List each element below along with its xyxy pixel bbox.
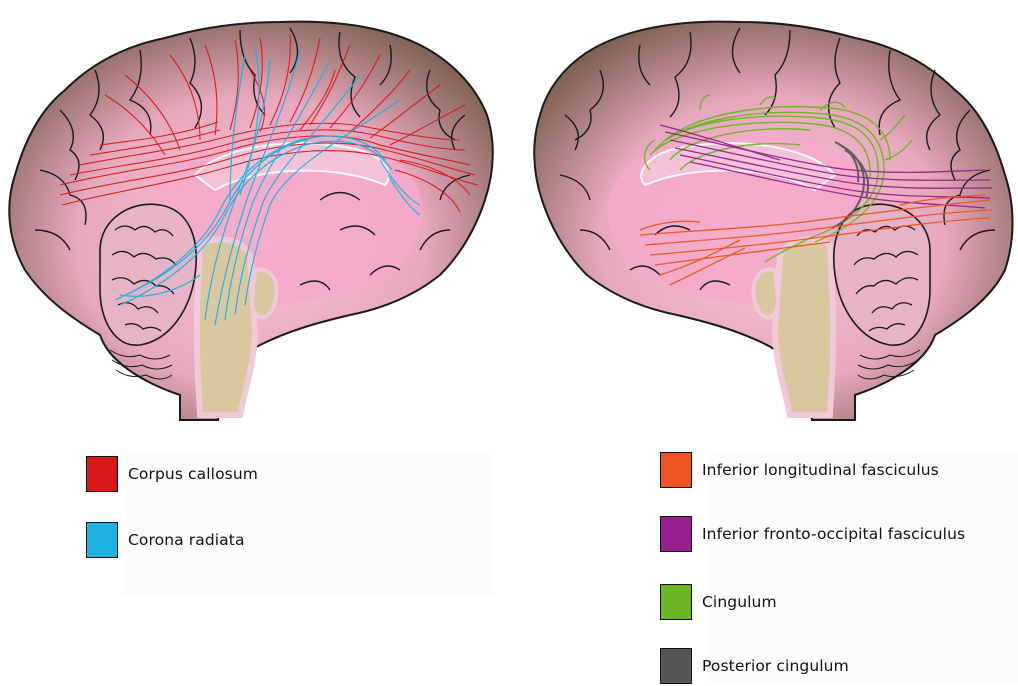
legend-item-cingulum: Cingulum <box>660 584 1018 622</box>
swatch-posterior-cingulum <box>660 648 692 684</box>
left-brainstem <box>197 239 255 415</box>
swatch-ifof <box>660 516 692 552</box>
legend-item-corpus-callosum: Corpus callosum <box>86 456 506 494</box>
swatch-corona-radiata <box>86 522 118 558</box>
legend-item-ilf: Inferior longitudinal fasciculus <box>660 452 1018 490</box>
legend-label: Cingulum <box>702 593 777 611</box>
legend-label: Corona radiata <box>128 531 245 549</box>
legend-label: Inferior longitudinal fasciculus <box>702 461 939 479</box>
legend-item-ifof: Inferior fronto-occipital fasciculus <box>660 516 1018 554</box>
right-brain <box>534 22 1012 420</box>
legend-label: Corpus callosum <box>128 465 258 483</box>
left-brain <box>9 22 492 420</box>
swatch-cingulum <box>660 584 692 620</box>
legend-label: Inferior fronto-occipital fasciculus <box>702 525 965 543</box>
right-brainstem <box>775 239 833 415</box>
legend-label: Posterior cingulum <box>702 657 849 675</box>
left-pons <box>252 269 277 317</box>
legend-item-corona-radiata: Corona radiata <box>86 522 506 560</box>
legend-item-posterior-cingulum: Posterior cingulum <box>660 648 1018 686</box>
swatch-corpus-callosum <box>86 456 118 492</box>
right-pons <box>753 269 778 317</box>
swatch-ilf <box>660 452 692 488</box>
